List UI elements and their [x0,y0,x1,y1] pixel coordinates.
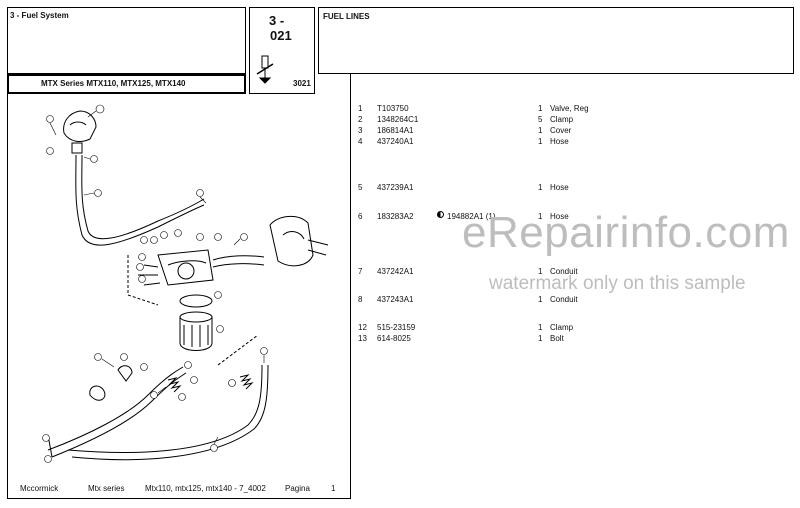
ref-code: 3021 [293,79,311,88]
fuel-lines-diagram [42,104,329,463]
section-title: 3 - Fuel System [10,11,69,20]
bottom-border [7,498,350,499]
watermark-main: eRepairinfo.com [462,208,790,257]
footer-series: Mtx series [88,484,125,493]
alternate-part: 194882A1 (1) [437,211,495,222]
page-title: FUEL LINES [323,12,370,21]
page-code-box [249,7,315,94]
page-code-line2: 021 [270,28,292,43]
divider-line [350,74,351,499]
footer-page-number: 1 [331,484,336,493]
watermark-sub: watermark only on this sample [489,273,746,294]
page-code-line1: 3 - [269,13,285,28]
title-box [318,7,794,74]
alternate-part-icon [437,211,444,218]
footer-brand: Mccormick [20,484,59,493]
series-title: MTX Series MTX110, MTX125, MTX140 [41,79,186,88]
footer-models: Mtx110, mtx125, mtx140 - 7_4002 [145,484,266,493]
left-border [7,94,8,499]
fuel-system-icon [256,55,274,84]
footer-page-label: Pagina [285,484,310,493]
section-box [7,7,246,74]
series-box [7,74,246,94]
